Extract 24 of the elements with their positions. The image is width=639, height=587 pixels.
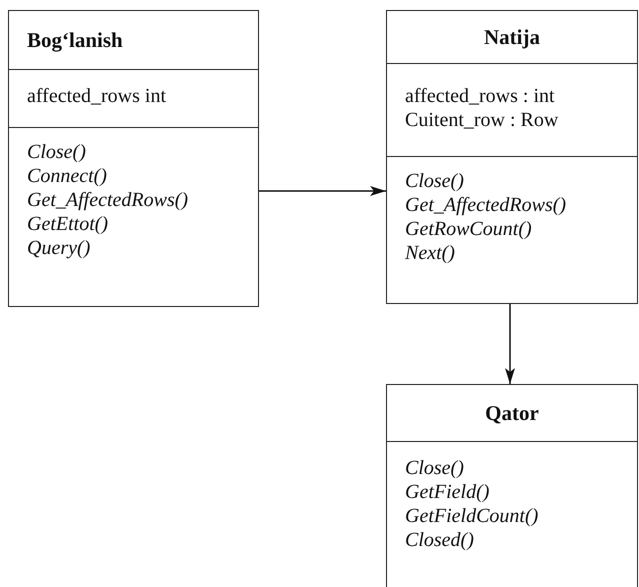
method-name: Query() — [27, 236, 92, 260]
method-name: Get_AffectedRows() — [27, 188, 190, 212]
method-name: Close() — [27, 140, 87, 164]
attribute-text: affected_rows : int — [405, 84, 556, 108]
method-name: GetField() — [405, 480, 490, 504]
arrow — [505, 304, 515, 384]
arrow — [259, 186, 386, 196]
method-name: Next() — [405, 241, 456, 265]
method-name: Close() — [405, 456, 465, 480]
class-name: Natija — [484, 25, 540, 49]
attribute-text: Cuitent_row : Row — [405, 108, 560, 132]
class-box — [386, 384, 638, 587]
method-name: Get_AffectedRows() — [405, 193, 568, 217]
attribute-text: affected_rows int — [27, 84, 168, 108]
method-name: Close() — [405, 169, 465, 193]
method-name: GetFieldCount() — [405, 504, 540, 528]
method-name: Closed() — [405, 528, 475, 552]
class-box — [386, 10, 638, 304]
method-name: GetEttot() — [27, 212, 110, 236]
method-name: Connect() — [27, 164, 108, 188]
method-name: GetRowCount() — [405, 217, 533, 241]
class-name: Qator — [485, 401, 539, 425]
class-name: Bog‘lanish — [27, 28, 123, 52]
class-box — [8, 10, 259, 307]
